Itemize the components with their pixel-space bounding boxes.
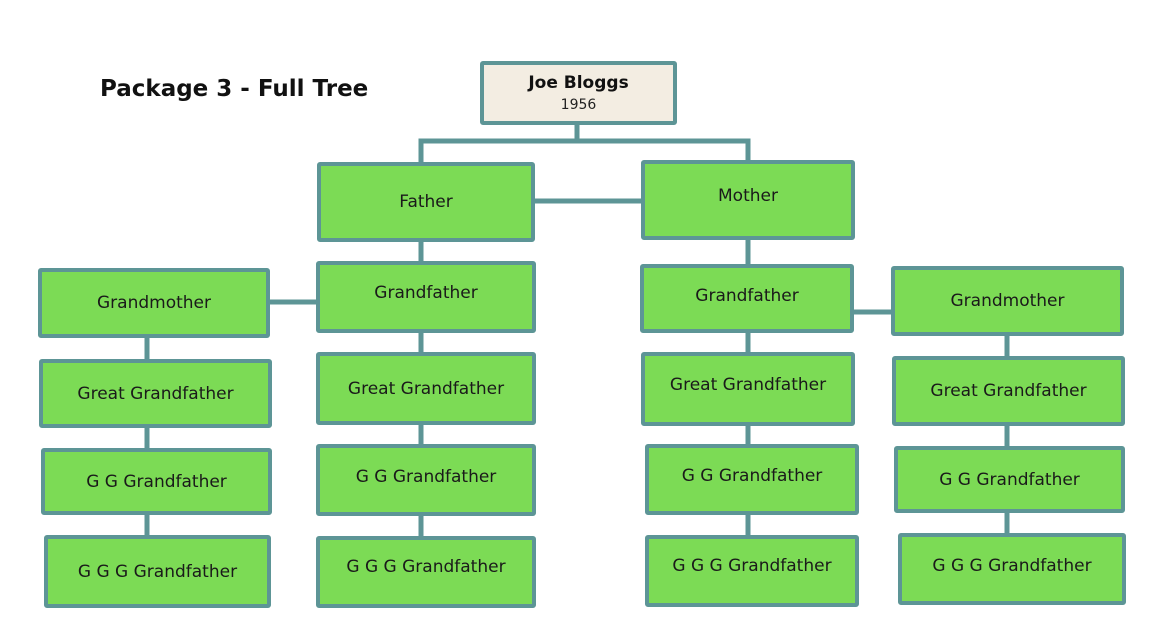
root-person-node: Joe Bloggs 1956: [480, 61, 677, 125]
maternal-grandmother-node: Grandmother: [891, 266, 1124, 336]
maternal-grandfather-ggg-grandfather-node: G G G Grandfather: [645, 535, 859, 607]
maternal-grandfather-great-grandfather-node: Great Grandfather: [641, 352, 855, 426]
maternal-grandfather-node: Grandfather: [640, 264, 854, 333]
root-person-year: 1956: [560, 97, 597, 113]
paternal-grandfather-gg-grandfather-node: G G Grandfather: [316, 444, 536, 516]
maternal-grandmother-gg-grandfather-node: G G Grandfather: [894, 446, 1125, 513]
paternal-grandfather-great-grandfather-node: Great Grandfather: [316, 352, 536, 425]
maternal-grandmother-great-grandfather-node: Great Grandfather: [892, 356, 1125, 426]
paternal-grandmother-great-grandfather-node: Great Grandfather: [39, 359, 272, 428]
paternal-grandfather-node: Grandfather: [316, 261, 536, 333]
paternal-grandmother-ggg-grandfather-node: G G G Grandfather: [44, 535, 271, 608]
paternal-grandmother-gg-grandfather-node: G G Grandfather: [41, 448, 272, 515]
paternal-grandmother-node: Grandmother: [38, 268, 270, 338]
mother-node: Mother: [641, 160, 855, 240]
maternal-grandmother-ggg-grandfather-node: G G G Grandfather: [898, 533, 1126, 605]
paternal-grandfather-ggg-grandfather-node: G G G Grandfather: [316, 536, 536, 608]
father-node: Father: [317, 162, 535, 242]
root-person-name: Joe Bloggs: [528, 73, 629, 93]
page-title: Package 3 - Full Tree: [100, 76, 369, 102]
maternal-grandfather-gg-grandfather-node: G G Grandfather: [645, 444, 859, 515]
